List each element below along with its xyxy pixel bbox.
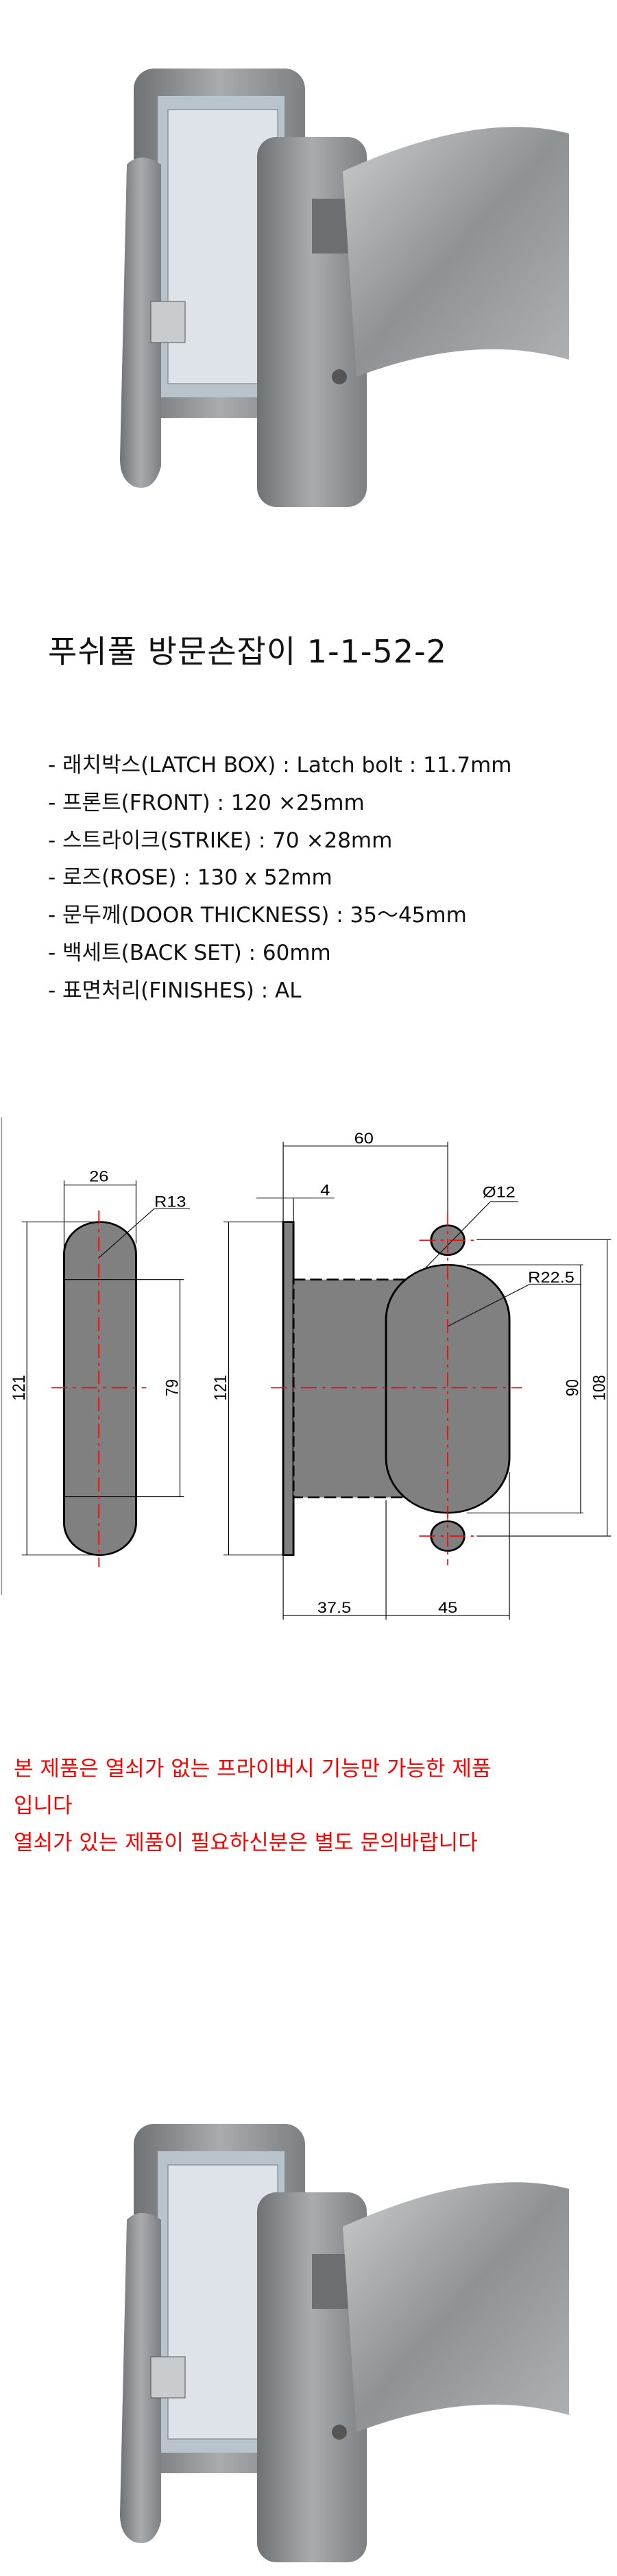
dim-79: 79 [162,1379,182,1396]
dim-90: 90 [563,1379,583,1396]
notice-line-3: 열쇠가 있는 제품이 필요하신분은 별도 문의바랍니다 [14,1831,478,1855]
center-lines [51,1210,522,1568]
dim-r13: R13 [154,1193,186,1211]
spec-rose: - 로즈(ROSE) : 130 x 52mm [48,865,332,891]
dim-121-right: 121 [211,1375,231,1401]
spec-strike: - 스트라이크(STRIKE) : 70 ×28mm [48,828,393,853]
dim-r22-5: R22.5 [528,1269,574,1286]
notice-text: 본 제품은 열쇠가 없는 프라이버시 기능만 가능한 제품 입니다 열쇠가 있는… [14,1750,610,1861]
spec-list: - 래치박스(LATCH BOX) : Latch bolt : 11.7mm … [48,747,512,1010]
product-title: 푸쉬풀 방문손잡이 1-1-52-2 [48,633,447,670]
dim-4: 4 [320,1182,330,1199]
dim-121-left: 121 [10,1375,29,1401]
dim-108: 108 [590,1375,609,1401]
dim-37-5: 37.5 [317,1599,351,1616]
dim-26: 26 [89,1168,108,1185]
notice-line-2: 입니다 [14,1794,73,1818]
spec-front: - 프론트(FRONT) : 120 ×25mm [48,790,365,815]
spec-finishes: - 표면처리(FINISHES) : AL [48,978,302,1003]
dim-60: 60 [354,1130,374,1148]
product-photo-top [120,69,569,507]
dim-dia12: Ø12 [483,1184,516,1201]
notice-line-1: 본 제품은 열쇠가 없는 프라이버시 기능만 가능한 제품 [14,1757,492,1781]
front-plate [63,1221,137,1557]
spec-door-thickness: - 문두께(DOOR THICKNESS) : 35～45mm [48,903,467,928]
spec-back-set: - 백세트(BACK SET) : 60mm [48,940,331,965]
product-photo-bottom [119,2123,570,2563]
spec-latch-box: - 래치박스(LATCH BOX) : Latch bolt : 11.7mm [48,753,512,778]
rose-plate [282,1221,295,1557]
dimension-drawing: 26 R13 121 79 60 4 Ø12 R22.5 121 90 108 … [1,1117,612,1620]
dim-45: 45 [438,1599,457,1616]
